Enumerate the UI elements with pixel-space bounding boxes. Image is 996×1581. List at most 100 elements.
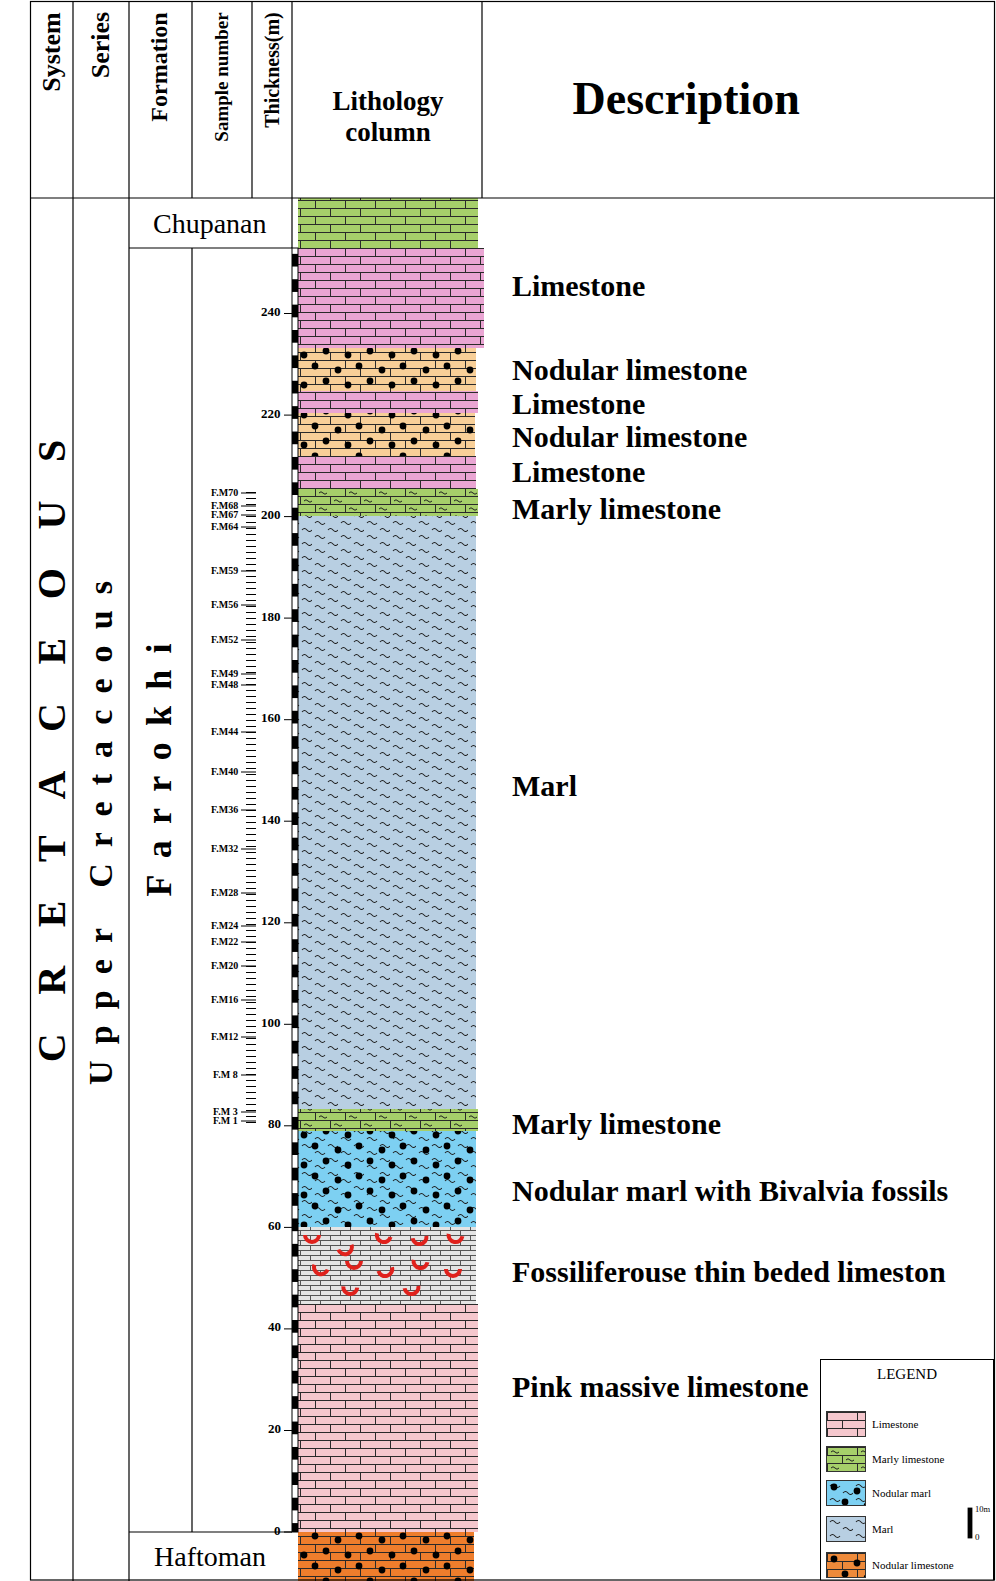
nodular-marl-dots: [298, 1131, 476, 1227]
thickness-ticks: [284, 314, 292, 1533]
nodular-limestone-pattern: [298, 413, 475, 456]
lithology-description: Nodular limestone: [512, 420, 747, 455]
column-rule: [291, 1, 292, 248]
marly-limestone-pattern: [298, 489, 478, 516]
legend-pattern-fill: [827, 1553, 866, 1578]
chupanan-pattern: [298, 198, 478, 248]
fossil-symbol: [337, 1244, 357, 1259]
haftoman-layer: [298, 1532, 474, 1581]
legend-pattern-fill: [827, 1412, 866, 1437]
lithology-description: Marly limestone: [512, 492, 721, 527]
lithology-description: Pink massive limestone: [512, 1370, 809, 1405]
limestone-layer: [298, 391, 478, 413]
sample-number: F.M56: [211, 599, 238, 611]
sample-number: F.M40: [211, 766, 238, 778]
pink-limestone-layer: [298, 1304, 478, 1532]
lithology-description: Limestone: [512, 387, 645, 422]
legend-text: Marly limestone: [872, 1453, 944, 1465]
thickness-value: 240: [261, 305, 281, 320]
series-name: Upper Cretaceous: [81, 565, 120, 1101]
system-name: CRETACEOUS: [29, 401, 75, 1101]
sample-number: F.M 1: [213, 1115, 238, 1127]
sample-number: F.M24: [211, 920, 238, 932]
thickness-value: 100: [261, 1016, 281, 1031]
legend-swatch: [826, 1480, 866, 1506]
fossiliferous-limestone-layer: [298, 1227, 476, 1304]
formation-name: Farrokhi: [139, 627, 180, 912]
legend-box: [821, 1360, 994, 1581]
formation-name: Chupanan: [153, 208, 267, 240]
sample-number: F.M67: [211, 509, 238, 521]
lithology-description: Limestone: [512, 455, 645, 490]
limestone-layer: [298, 248, 484, 348]
legend-text: Nodular marl: [872, 1487, 931, 1499]
nodular-marl-layer: [298, 1131, 476, 1227]
column-header: Thickness(m): [261, 12, 284, 128]
fossil-symbol: [345, 1261, 363, 1270]
sample-number: F.M36: [211, 804, 238, 816]
thickness-value: 220: [261, 407, 281, 422]
fossil-symbol: [341, 1286, 360, 1297]
limestone-layer: [298, 456, 476, 489]
outer-border: [31, 2, 995, 1581]
lithology-layers: [298, 198, 484, 1581]
column-header: Sample number: [211, 12, 233, 141]
sample-number: F.M59: [211, 565, 238, 577]
sample-number: F.M16: [211, 994, 238, 1006]
legend-entry: Nodular limestone: [826, 1552, 986, 1578]
thickness-value: 60: [268, 1219, 281, 1234]
haftoman-pattern: [298, 1532, 474, 1581]
column-rule: [128, 1, 129, 1581]
scale-label: 0: [975, 1532, 980, 1542]
sample-number: F.M32: [211, 843, 238, 855]
thickness-ruler: [292, 248, 298, 1532]
fossil-symbol: [303, 1235, 321, 1244]
fossil-symbol: [377, 1267, 397, 1280]
table-frame: [30, 1, 995, 1581]
marl-pattern: [298, 516, 476, 1109]
lithology-description: Marly limestone: [512, 1107, 721, 1142]
nodular-marl-pattern: [298, 1131, 476, 1227]
fossil-symbol: [309, 1264, 329, 1279]
legend-pattern-fill: [827, 1517, 866, 1542]
sample-number: F.M 8: [213, 1069, 238, 1081]
sample-number: F.M52: [211, 634, 238, 646]
legend-text: Limestone: [872, 1418, 918, 1430]
nodular-limestone-layer: [298, 348, 476, 391]
thickness-value: 40: [268, 1320, 281, 1335]
nodular-limestone-layer: [298, 413, 475, 456]
legend-pattern: [827, 1553, 866, 1578]
nodular-limestone-pattern: [298, 348, 476, 391]
legend-entry: Marl: [826, 1516, 986, 1542]
fossil-symbol: [445, 1233, 464, 1245]
legend-swatch: [826, 1411, 866, 1437]
scale-label: 10m: [975, 1505, 990, 1515]
legend-entry: Marly limestone: [826, 1446, 986, 1472]
column-header: Formation: [146, 12, 174, 121]
fossil-symbol: [410, 1259, 429, 1271]
lithology-description: Fossiliferouse thin beded limeston: [512, 1255, 946, 1290]
column-rule: [481, 1, 482, 198]
sample-number: F.M12: [211, 1031, 238, 1043]
thickness-ruler-ground: [292, 248, 298, 1532]
sample-number: F.M22: [211, 936, 238, 948]
legend-swatch: [826, 1446, 866, 1472]
thickness-value: 0: [274, 1524, 281, 1539]
legend-entry: Limestone: [826, 1411, 986, 1437]
formation-cell-rule: [129, 248, 292, 1532]
legend-pattern: [827, 1481, 866, 1506]
bivalve-fossils: [303, 1233, 464, 1298]
lithology-description: Nodular limestone: [512, 353, 747, 388]
scale-bar: [968, 1508, 972, 1538]
legend-text: Nodular limestone: [872, 1559, 954, 1571]
column-header: Lithology column: [303, 86, 473, 148]
thickness-value: 160: [261, 711, 281, 726]
sample-number: F.M70: [211, 487, 238, 499]
sample-number: F.M20: [211, 960, 238, 972]
limestone-pattern: [298, 391, 478, 413]
fossil-symbol: [444, 1269, 462, 1278]
marly-limestone-layer: [298, 1109, 478, 1131]
chupanan-layer: [298, 198, 478, 248]
sample-number: F.M49: [211, 668, 238, 680]
